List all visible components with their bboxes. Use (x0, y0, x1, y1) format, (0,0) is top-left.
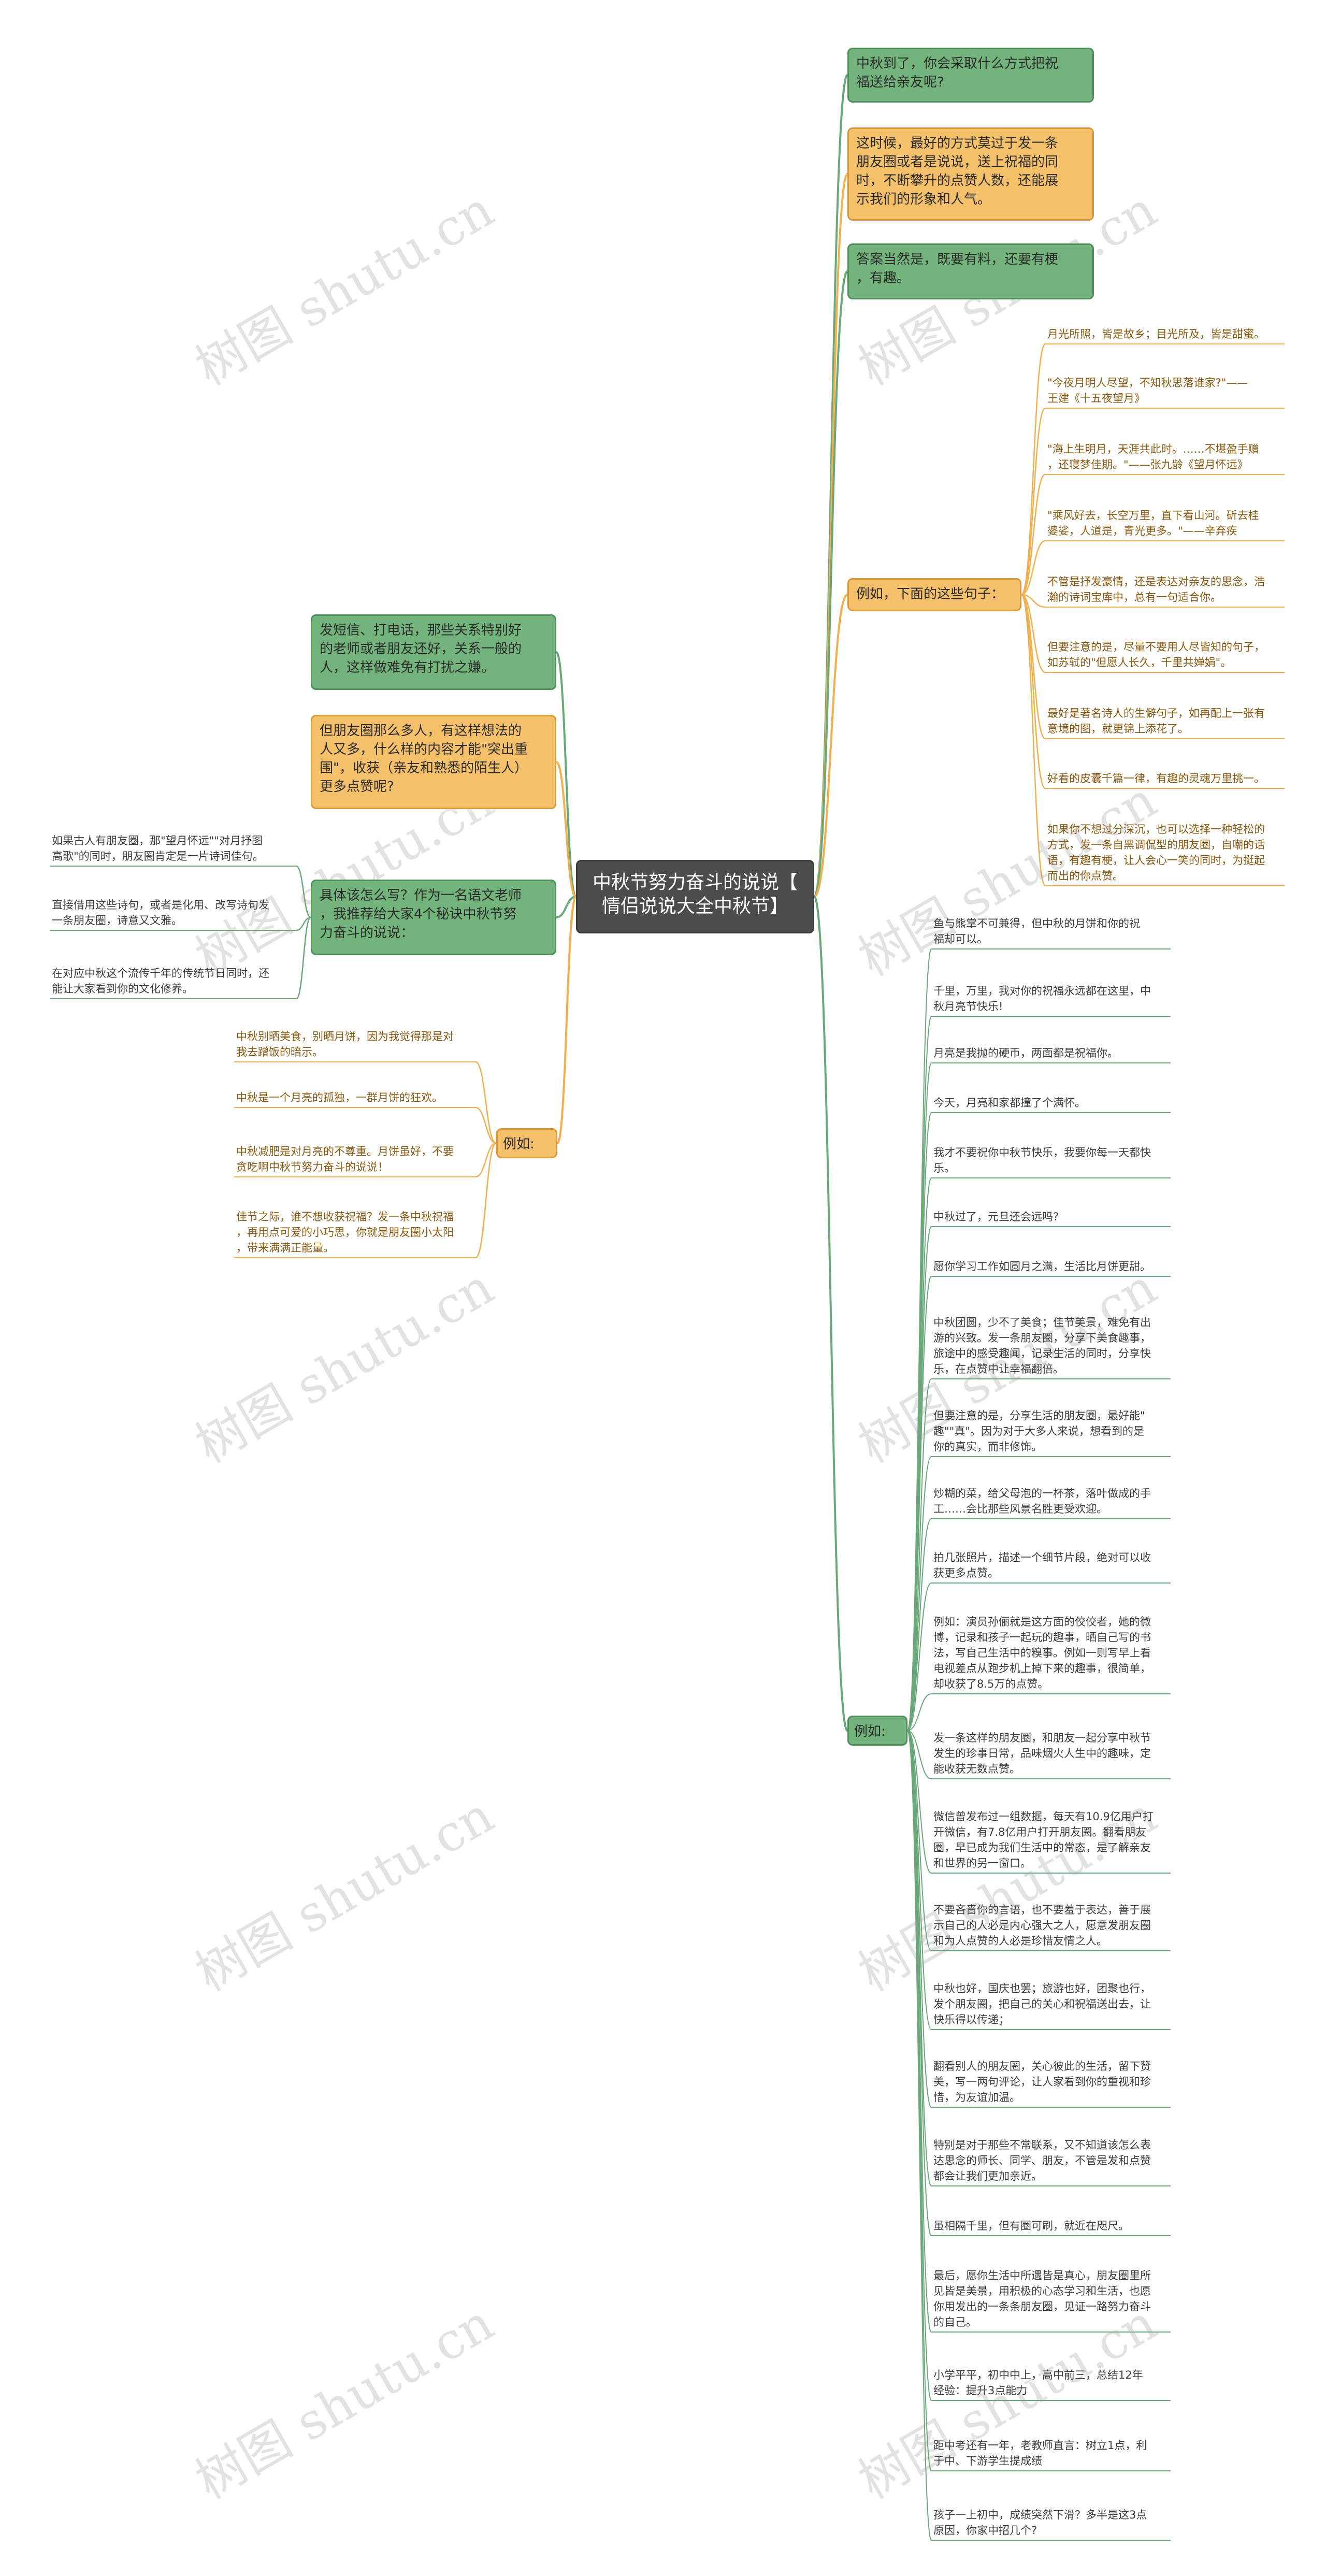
connector-curve (475, 1142, 497, 1178)
connector-curve (1020, 594, 1046, 887)
leaf-text[interactable]: 特别是对于那些不常联系，又不知道该怎么表 达思念的师长、同学、朋友，不管是发和点… (933, 2139, 1151, 2182)
connector-curve (475, 1061, 497, 1144)
connector-curve (1020, 343, 1046, 596)
left-node-3[interactable]: 具体该怎么写？作为一名语文老师 ，我推荐给大家4个秘诀中秋节努 力奋斗的说说： (311, 880, 556, 955)
connector-curve (907, 1518, 932, 1731)
leaf-text[interactable]: 好看的皮囊千篇一律，有趣的灵魂万里挑一。 (1047, 772, 1265, 785)
leaf-text[interactable]: 佳节之际，谁不想收获祝福？发一条中秋祝福 ，再用点可爱的小巧思，你就是朋友圈小太… (236, 1211, 454, 1254)
leaf-text[interactable]: 翻看别人的朋友圈，关心彼此的生活，留下赞 美，写一两句评论，让人家看到你的重视和… (933, 2060, 1151, 2104)
leaf-text[interactable]: "乘风好去，长空万里，直下看山河。斫去桂 婆娑，人道是，青光更多。"——辛弃疾 (1047, 509, 1259, 537)
leaf-text[interactable]: 距中考还有一年，老教师直言：树立1点，利 于中、下游学生提成绩 (933, 2439, 1147, 2467)
leaf-text[interactable]: 虽相隔千里，但有圈可刷，就近在咫尺。 (933, 2220, 1129, 2232)
leaf-text[interactable]: 今天，月亮和家都撞了个满怀。 (933, 1097, 1086, 1109)
left-example-label[interactable]: 例如: (496, 1128, 557, 1158)
leaf-text[interactable]: 月亮是我抛的硬币，两面都是祝福你。 (933, 1047, 1118, 1059)
connector-curve (475, 1142, 497, 1259)
connector-curve (907, 1693, 932, 1731)
connector-curve (907, 1112, 932, 1731)
leaf-text[interactable]: 但要注意的是，尽量不要用人尽皆知的句子， 如苏轼的"但愿人长久，千里共婵娟"。 (1047, 641, 1265, 669)
connector-curve (555, 651, 577, 898)
connector-curve (907, 1276, 932, 1731)
connector-curve (556, 896, 577, 1144)
leaf-text[interactable]: 鱼与熊掌不可兼得，但中秋的月饼和你的祝 福却可以。 (933, 917, 1140, 945)
leaf-text[interactable]: 微信曾发布过一组数据，每天有10.9亿用户打 开微信，有7.8亿用户打开朋友圈。… (933, 1810, 1154, 1869)
connector-curve (907, 1730, 932, 2541)
connector-curve (1021, 540, 1046, 596)
connector-curve (296, 916, 311, 931)
connector-curve (1021, 594, 1046, 740)
connector-curve (907, 1378, 932, 1731)
leaf-text[interactable]: 最好是著名诗人的生僻句子，如再配上一张有 意境的图，就更锦上添花了。 (1047, 707, 1265, 735)
connector-curve (813, 173, 848, 898)
connector-curve (813, 594, 848, 898)
leaf-text[interactable]: 中秋减肥是对月亮的不尊重。月饼虽好，不要 贪吃啊中秋节努力奋斗的说说！ (236, 1145, 454, 1173)
leaf-text[interactable]: 千里，万里，我对你的祝福永远都在这里，中 秋月亮节快乐! (933, 985, 1151, 1013)
left-node-2[interactable]: 但朋友圈那么多人，有这样想法的 人又多，什么样的内容才能"突出重 围"，收获（亲… (311, 715, 556, 809)
leaf-text[interactable]: 在对应中秋这个流传千年的传统节日同时，还 能让大家看到你的文化修养。 (52, 967, 269, 995)
leaf-text[interactable]: 但要注意的是，分享生活的朋友圈，最好能" 趣""真"。因为对于大多人来说，想看到… (933, 1409, 1145, 1453)
connector-curve (907, 1730, 932, 1874)
leaf-text[interactable]: 中秋团圆，少不了美食；佳节美景，难免有出 游的兴致。发一条朋友圈，分享下美食趣事… (933, 1316, 1151, 1375)
connector-curve (907, 1730, 932, 1951)
leaf-text[interactable]: 炒糊的菜，给父母泡的一杯茶，落叶做成的手 工……会比那些风景名胜更受欢迎。 (933, 1487, 1151, 1515)
connector-curve (296, 865, 311, 918)
leaf-text[interactable]: 孩子一上初中，成绩突然下滑？多半是这3点 原因，你家中招几个? (933, 2509, 1147, 2537)
leaf-text[interactable]: 例如：演员孙俪就是这方面的佼佼者，她的微 博，记录和孩子一起玩的趣事，晒自己写的… (933, 1616, 1151, 1690)
connector-curve (1021, 473, 1046, 596)
connector-curve (1021, 407, 1046, 596)
leaf-text[interactable]: 发一条这样的朋友圈，和朋友一起分享中秋节 发生的珍事日常，品味烟火人生中的趣味，… (933, 1732, 1151, 1775)
right-top-node-1[interactable]: 中秋到了，你会采取什么方式把祝 福送给亲友呢? (847, 48, 1094, 103)
connector-curve (907, 1730, 932, 2401)
connector-curve (555, 761, 577, 898)
connector-curve (1021, 594, 1046, 608)
leaf-text[interactable]: 最后，愿你生活中所遇皆是真心，朋友圈里所 见皆是美景，用积极的心态学习和生活，也… (933, 2269, 1151, 2328)
left-node-1[interactable]: 发短信、打电话，那些关系特别好 的老师或者朋友还好，关系一般的 人，这样做难免有… (311, 614, 556, 690)
leaf-text[interactable]: 中秋也好，国庆也罢；旅游也好，团聚也行， 发个朋友圈，把自己的关心和祝福送出去，… (933, 1982, 1151, 2026)
connector-curve (1021, 594, 1046, 673)
connector-curve (907, 1177, 932, 1731)
connector-curve (295, 916, 312, 1000)
connector-curve (907, 1582, 932, 1731)
leaf-text[interactable]: 如果你不想过分深沉，也可以选择一种轻松的 方式，发一条自黑调侃型的朋友圈，自嘲的… (1047, 823, 1265, 882)
connector-curve (1020, 594, 1046, 789)
right-mid-label[interactable]: 例如，下面的这些句子： (847, 578, 1021, 611)
leaf-text[interactable]: 中秋过了，元旦还会远吗? (933, 1211, 1059, 1223)
connector-curve (813, 270, 848, 898)
leaf-text[interactable]: 直接借用这些诗句，或者是化用、改写诗句发 一条朋友圈，诗意又文雅。 (52, 899, 269, 927)
leaf-text[interactable]: 我才不要祝你中秋节快乐，我要你每一天都快 乐。 (933, 1146, 1151, 1174)
leaf-text[interactable]: 中秋是一个月亮的孤独，一群月饼的狂欢。 (236, 1091, 443, 1104)
connector-curve (556, 896, 576, 918)
leaf-text[interactable]: 月光所照，皆是故乡；目光所及，皆是甜蜜。 (1047, 328, 1265, 340)
connector-curve (813, 896, 848, 1732)
leaf-text[interactable]: 不管是抒发豪情，还是表达对亲友的思念，浩 瀚的诗词宝库中，总有一句适合你。 (1047, 575, 1265, 603)
leaf-text[interactable]: "今夜月明人尽望，不知秋思落谁家?"—— 王建《十五夜望月》 (1047, 377, 1248, 405)
leaf-text[interactable]: "海上生明月，天涯共此时。……不堪盈手赠 ，还寝梦佳期。"——张九龄《望月怀远》 (1047, 443, 1259, 471)
leaf-text[interactable]: 愿你学习工作如圆月之满，生活比月饼更甜。 (933, 1260, 1151, 1273)
leaf-text[interactable]: 拍几张照片，描述一个细节片段，绝对可以收 获更多点赞。 (933, 1551, 1151, 1579)
leaf-text[interactable]: 不要吝啬你的言语，也不要羞于表达，善于展 示自己的人必是内心强大之人，愿意发朋友… (933, 1904, 1151, 1947)
right-top-node-3[interactable]: 答案当然是，既要有料，还要有梗 ，有趣。 (847, 243, 1094, 299)
leaf-text[interactable]: 如果古人有朋友圈，那"望月怀远""对月抒图 高歌"的同时，朋友圈肯定是一片诗词佳… (52, 834, 264, 862)
connector-curve (907, 1730, 932, 2333)
right-top-node-2[interactable]: 这时候，最好的方式莫过于发一条 朋友圈或者是说说，送上祝福的同 时，不断攀升的点… (847, 127, 1094, 221)
right-bottom-label[interactable]: 例如: (847, 1716, 907, 1746)
connector-curve (907, 1730, 932, 1779)
leaf-text[interactable]: 中秋别晒美食，别晒月饼，因为我觉得那是对 我去蹭饭的暗示。 (236, 1030, 454, 1058)
root-node[interactable]: 中秋节努力奋斗的说说【 情侣说说大全中秋节】 (576, 860, 814, 933)
leaf-text[interactable]: 小学平平，初中中上，高中前三，总结12年 经验：提升3点能力 (933, 2369, 1143, 2397)
connector-curve (475, 1106, 497, 1144)
connector-curve (907, 1456, 932, 1731)
connector-curve (907, 948, 932, 1731)
